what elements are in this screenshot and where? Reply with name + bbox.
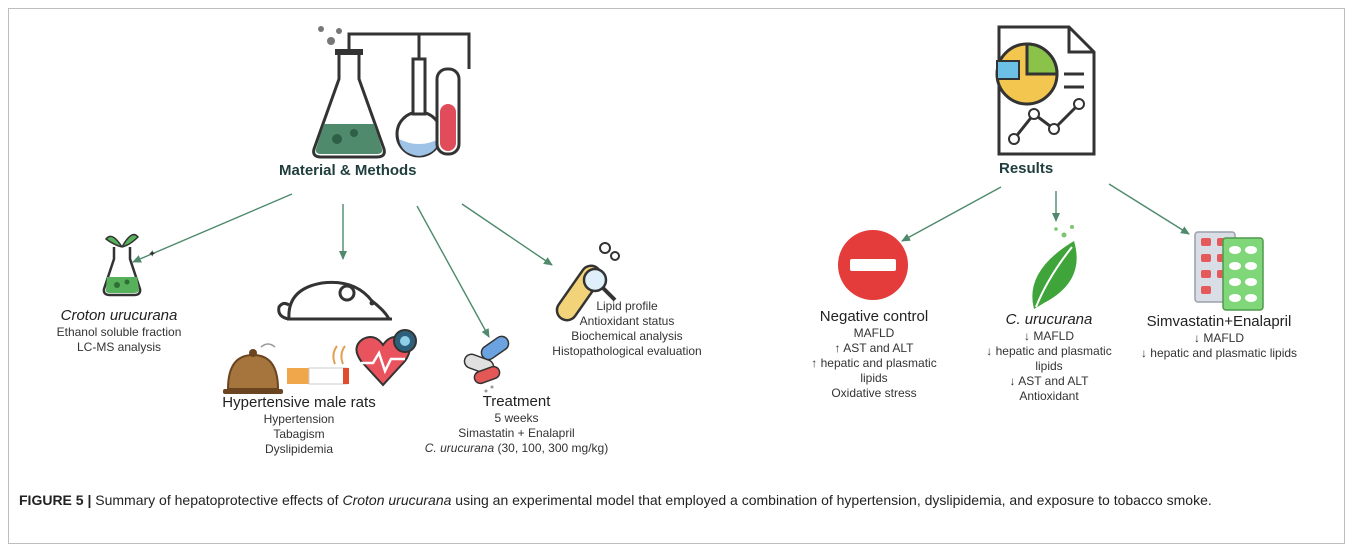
results-title: Results — [999, 160, 1054, 177]
cigarette-icon — [287, 345, 349, 385]
analysis-block: Lipid profile Antioxidant status Biochem… — [537, 299, 717, 359]
treatment-dose-species: C. urucurana — [424, 441, 495, 455]
results-arrows — [901, 183, 1190, 242]
plant-flask-icon: ✦ — [102, 233, 156, 297]
simva-block: Simvastatin+Enalapril ↓ MAFLD ↓ hepatic … — [1129, 313, 1309, 361]
croton-result-heading: C. urucurana — [1005, 311, 1093, 328]
caption-label: FIGURE 5 | — [19, 492, 92, 508]
blister-pack-icon — [1194, 231, 1264, 311]
analysis-line-2: Antioxidant status — [579, 314, 675, 328]
croton-result-line-2: ↓ hepatic and plasmatic — [986, 344, 1112, 358]
negative-heading: Negative control — [819, 308, 929, 325]
caption-text-before: Summary of hepatoprotective effects of — [91, 492, 343, 508]
figure-frame: ✦ — [8, 8, 1345, 544]
negative-line-1: MAFLD — [853, 326, 895, 340]
report-chart-icon — [995, 25, 1096, 156]
croton-block: Croton urucurana Ethanol soluble fractio… — [54, 307, 184, 355]
analysis-line-3: Biochemical analysis — [571, 329, 683, 343]
methods-title: Material & Methods — [279, 162, 417, 179]
simva-heading: Simvastatin+Enalapril — [1146, 313, 1292, 330]
treatment-dose: C. urucurana (30, 100, 300 mg/kg) — [409, 441, 624, 456]
treatment-dose-values: (30, 100, 300 mg/kg) — [494, 441, 609, 455]
methods-arrows — [132, 193, 553, 338]
croton-result-block: C. urucurana ↓ MAFLD ↓ hepatic and plasm… — [974, 311, 1124, 404]
croton-result-line-3: lipids — [1035, 359, 1063, 373]
analysis-line-1: Lipid profile — [596, 299, 658, 313]
croton-line-2: LC-MS analysis — [76, 340, 162, 354]
analysis-line-4: Histopathological evaluation — [552, 344, 702, 358]
diagram-canvas: ✦ — [102, 25, 1264, 394]
arrow-to-treatment — [416, 205, 490, 338]
rats-block: Hypertensive male rats Hypertension Taba… — [199, 394, 399, 457]
rat-icon — [277, 280, 392, 321]
rats-heading: Hypertensive male rats — [222, 394, 376, 411]
svg-text:✦: ✦ — [148, 249, 156, 260]
food-icon — [223, 343, 283, 394]
pills-icon — [463, 335, 510, 393]
arrow-to-simva — [1108, 183, 1190, 235]
figure-caption: FIGURE 5 | Summary of hepatoprotective e… — [19, 490, 1339, 511]
negative-line-5: Oxidative stress — [831, 386, 917, 400]
rats-line-3: Dyslipidemia — [264, 442, 334, 456]
treatment-line-1: 5 weeks — [494, 411, 539, 425]
stop-sign-icon — [838, 230, 908, 300]
negative-block: Negative control MAFLD ↑ AST and ALT ↑ h… — [789, 308, 959, 401]
croton-line-1: Ethanol soluble fraction — [56, 325, 182, 339]
negative-line-4: lipids — [860, 371, 888, 385]
croton-name: Croton urucurana — [60, 307, 178, 324]
simva-line-1: ↓ MAFLD — [1193, 331, 1244, 345]
croton-result-line-1: ↓ MAFLD — [1023, 329, 1074, 343]
treatment-block: Treatment 5 weeks Simastatin + Enalapril… — [409, 393, 624, 456]
arrow-to-analysis — [461, 203, 553, 266]
arrow-to-negative — [901, 186, 1002, 242]
arrow-to-croton — [132, 193, 293, 263]
caption-text-after: using an experimental model that employe… — [451, 492, 1212, 508]
rats-line-2: Tabagism — [273, 427, 325, 441]
treatment-heading: Treatment — [482, 393, 551, 410]
croton-result-line-4: ↓ AST and ALT — [1009, 374, 1089, 388]
heart-health-icon — [355, 329, 417, 387]
simva-line-2: ↓ hepatic and plasmatic lipids — [1140, 346, 1298, 360]
caption-species: Croton urucurana — [342, 492, 452, 508]
rats-line-1: Hypertension — [263, 412, 335, 426]
test-tube-magnifier-icon — [555, 242, 620, 322]
lab-glassware-icon — [312, 26, 471, 159]
treatment-line-2: Simastatin + Enalapril — [458, 426, 575, 440]
croton-result-line-5: Antioxidant — [1019, 389, 1079, 403]
leaf-icon — [1032, 225, 1077, 309]
negative-line-2: ↑ AST and ALT — [834, 341, 914, 355]
negative-line-3: ↑ hepatic and plasmatic — [811, 356, 937, 370]
